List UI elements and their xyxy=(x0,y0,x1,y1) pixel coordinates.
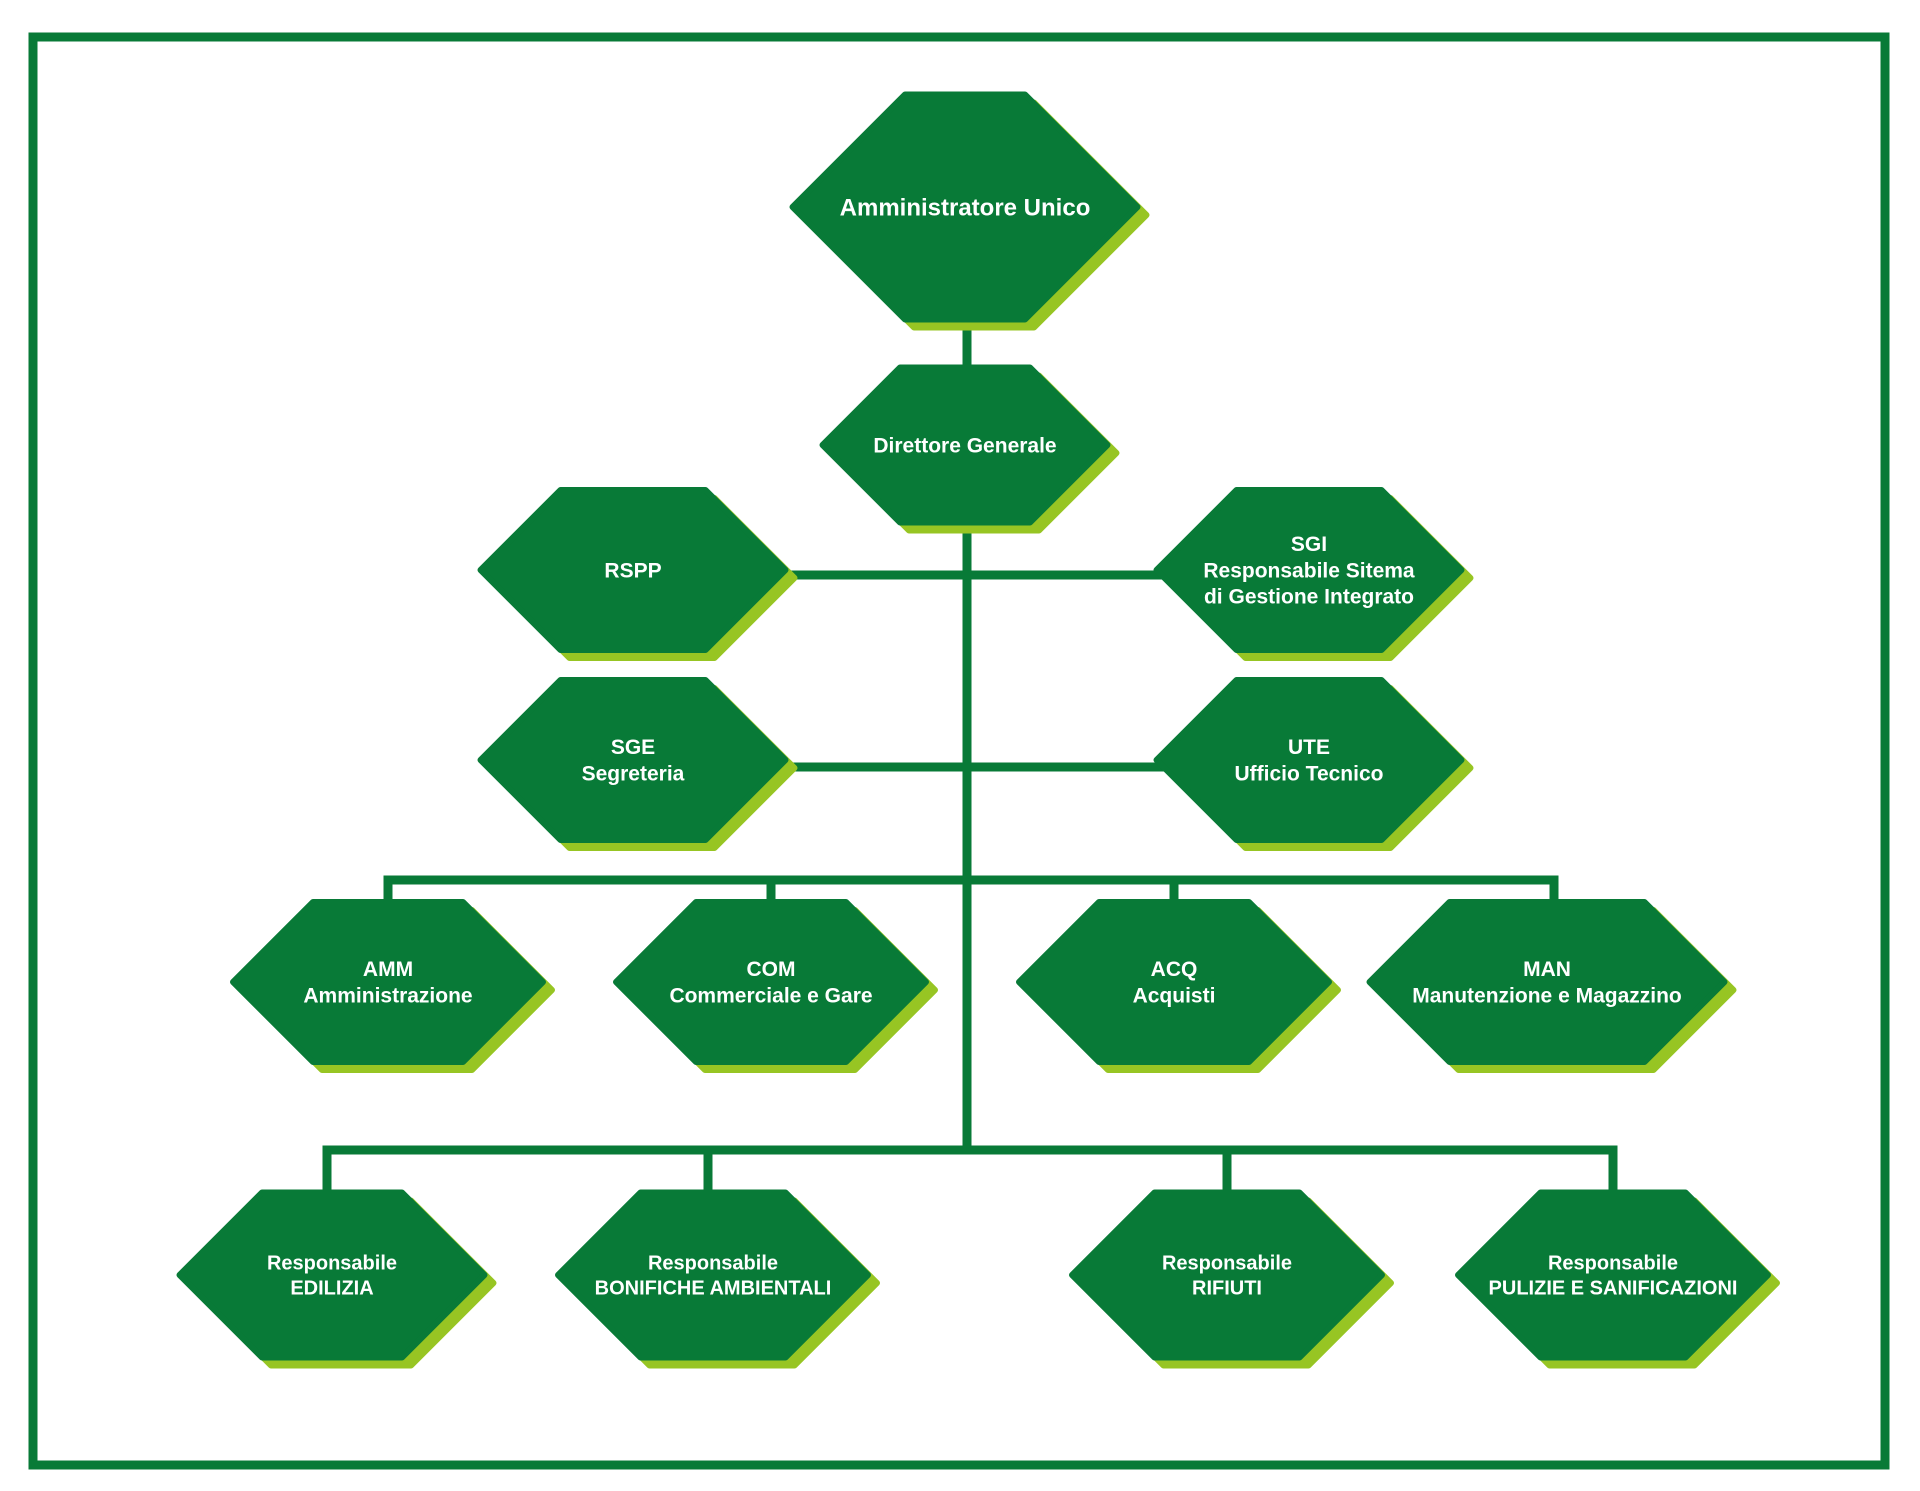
node-ute: UTE Ufficio Tecnico xyxy=(1153,677,1474,851)
node-label-line: Responsabile xyxy=(267,1253,397,1275)
node-label-line: Commerciale e Gare xyxy=(669,984,872,1007)
node-label-line: di Gestione Integrato xyxy=(1204,586,1414,609)
node-label-line: ACQ xyxy=(1151,958,1198,981)
node-hexagon xyxy=(555,1189,871,1361)
connectors xyxy=(322,315,1618,1200)
node-label-line: BONIFICHE AMBIENTALI xyxy=(595,1278,832,1300)
node-label-line: Amministratore Unico xyxy=(840,194,1091,221)
node-label-line: Amministrazione xyxy=(303,984,472,1007)
node-label-line: Segreteria xyxy=(582,762,685,785)
node-label-line: EDILIZIA xyxy=(290,1278,373,1300)
node-label-line: Acquisti xyxy=(1133,984,1216,1007)
node-label-line: Ufficio Tecnico xyxy=(1235,762,1384,785)
node-label-line: AMM xyxy=(363,958,413,981)
node-sge: SGE Segreteria xyxy=(477,677,798,851)
node-hexagon xyxy=(819,364,1111,526)
node-hexagon xyxy=(789,91,1141,323)
node-hexagon xyxy=(1016,899,1332,1065)
node-label-line: COM xyxy=(747,958,796,981)
node-label-line: Manutenzione e Magazzino xyxy=(1412,984,1682,1007)
node-hexagon xyxy=(1366,899,1728,1065)
node-label-line: SGI xyxy=(1291,533,1327,556)
node-label-line: Responsabile xyxy=(1162,1253,1292,1275)
node-man: MAN Manutenzione e Magazzino xyxy=(1366,899,1737,1073)
node-hexagon xyxy=(1153,487,1465,653)
node-label-line: Responsabile Sitema xyxy=(1203,559,1415,582)
node-amm: AMM Amministrazione xyxy=(230,899,555,1073)
outer-frame xyxy=(28,32,1890,1470)
node-amministratore-unico: Amministratore Unico xyxy=(789,91,1150,331)
node-label-line: Responsabile xyxy=(648,1253,778,1275)
node-label-line: RIFIUTI xyxy=(1192,1278,1262,1300)
node-label-line: RSPP xyxy=(604,559,661,582)
node-label-line: UTE xyxy=(1288,736,1330,759)
node-hexagon xyxy=(1069,1189,1385,1361)
node-label-line: MAN xyxy=(1523,958,1571,981)
node-label-line: Direttore Generale xyxy=(873,434,1056,457)
node-hexagon xyxy=(477,677,789,843)
node-hexagon xyxy=(613,899,929,1065)
node-acq: ACQ Acquisti xyxy=(1016,899,1341,1073)
node-hexagon xyxy=(1455,1189,1771,1361)
node-hexagon xyxy=(1153,677,1465,843)
node-hexagon xyxy=(176,1189,488,1361)
node-sgi: SGI Responsabile Sitema di Gestione Integr… xyxy=(1153,487,1474,661)
node-label-line: Responsabile xyxy=(1548,1253,1678,1275)
node-com: COM Commerciale e Gare xyxy=(613,899,938,1073)
node-hexagon xyxy=(230,899,546,1065)
node-label-line: PULIZIE E SANIFICAZIONI xyxy=(1489,1278,1738,1300)
node-hexagon xyxy=(477,487,789,653)
node-rspp: RSPP xyxy=(477,487,798,661)
node-label-line: SGE xyxy=(611,736,655,759)
node-direttore-generale: Direttore Generale xyxy=(819,364,1120,534)
